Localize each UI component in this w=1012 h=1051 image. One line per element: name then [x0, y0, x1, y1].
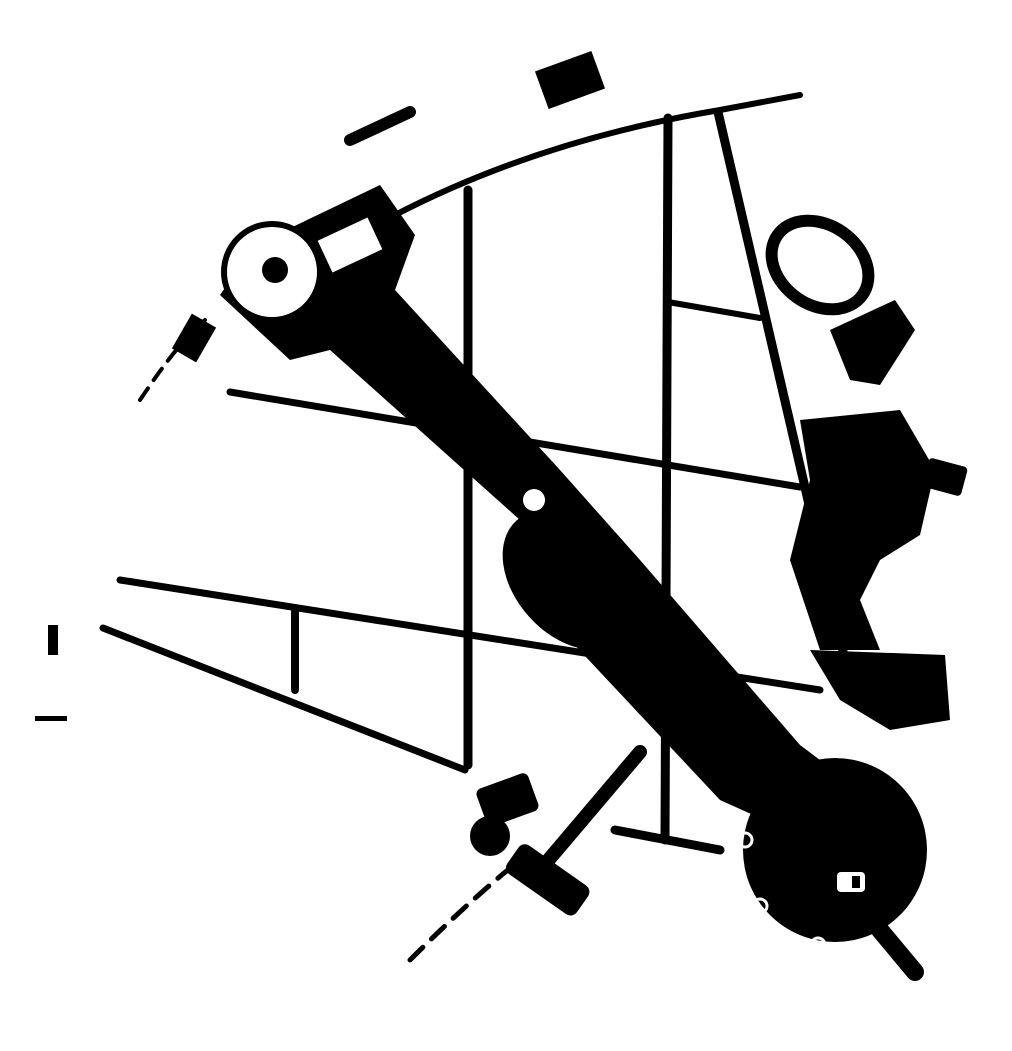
- speck-1: [48, 625, 58, 655]
- drum-window-mark: [852, 876, 860, 888]
- telescope-ring-clamp: [830, 300, 915, 385]
- index-mirror: [221, 106, 416, 323]
- drum-marker-1-icon: [736, 831, 754, 849]
- upper-arc: [392, 92, 803, 218]
- mirror-adjust-screw: [344, 106, 416, 146]
- release-clamp-lever: [871, 921, 924, 981]
- index-mirror-bracket: [311, 210, 389, 280]
- shade-bracket: [476, 773, 539, 827]
- telescope-bracket: [790, 410, 935, 650]
- lower-arm: [99, 624, 469, 774]
- drum-marker-2-icon: [751, 897, 769, 915]
- lower-brace: [610, 825, 725, 855]
- micrometer-drum-disc: [743, 758, 927, 942]
- index-arm: [220, 185, 860, 845]
- telescope-thumbscrew: [922, 458, 968, 496]
- telescope-ring: [765, 214, 875, 316]
- telescope-mount: [765, 214, 968, 730]
- ink-specks: [35, 50, 606, 721]
- speck-4: [171, 313, 217, 363]
- drum-marker-3-icon: [809, 936, 827, 954]
- micrometer-drum: [736, 758, 927, 981]
- index-mirror-center-icon: [262, 257, 288, 283]
- drum-window: [837, 872, 865, 892]
- index-arm-pivot-hole: [523, 489, 545, 511]
- speck-3: [534, 50, 606, 110]
- upper-short-bar: [665, 299, 763, 321]
- index-arm-bulge: [502, 510, 638, 650]
- shade-knob: [505, 844, 590, 916]
- speck-2: [35, 716, 67, 721]
- shade-assembly: [470, 745, 725, 916]
- horizon-mirror-bracket: [810, 650, 950, 730]
- shade-pivot: [470, 816, 510, 856]
- shade-rod: [533, 745, 647, 877]
